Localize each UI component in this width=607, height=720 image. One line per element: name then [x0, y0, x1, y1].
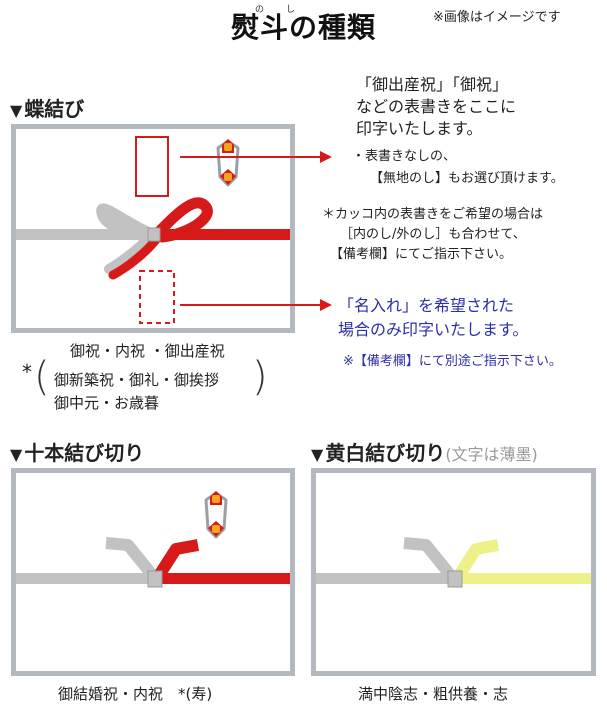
noshi-gold-bottom [212, 525, 220, 533]
yellow-band [456, 573, 591, 584]
left-paren-icon: ( [34, 354, 50, 400]
silver-band [16, 573, 156, 584]
triangle-icon: ▼ [10, 445, 23, 464]
noshi-gold [224, 143, 232, 151]
arrow-2-head [320, 299, 332, 311]
title-ruby: の し [255, 2, 295, 15]
juppon-noshi-panel [11, 468, 295, 676]
chou-caption-star: * [22, 360, 32, 384]
section-kihaku-label: 黄白結び切り [325, 441, 446, 465]
omotegaki-box [135, 136, 169, 197]
callout-1-line3: 印字いたします。 [356, 119, 483, 138]
juppon-caption: 御結婚祝・内祝 *(寿) [58, 685, 213, 703]
note-line1: ＊カッコ内の表書きをご希望の場合は [322, 207, 544, 222]
callout-2-line1: 「名入れ」を希望された [338, 296, 515, 315]
chou-caption-line2: 御中元・お歳暮 [54, 394, 160, 412]
kihaku-noshi-panel [311, 468, 596, 676]
callout-1-line2: などの表書きをここに [356, 97, 517, 116]
juppon-illustration [16, 491, 290, 588]
section-juppon-title: ▼十本結び切り [10, 437, 144, 466]
red-bow-tail [108, 232, 163, 280]
chou-caption-main: 御祝・内祝 ・御出産祝 [70, 342, 225, 360]
red-band [156, 573, 290, 584]
section-juppon-label: 十本結び切り [24, 441, 145, 465]
knot [447, 570, 463, 588]
section-chou-label: 蝶結び [24, 97, 85, 121]
section-kihaku-subtitle: (文字は薄墨) [445, 445, 538, 464]
silver-bow-loop [96, 203, 160, 243]
ruby-shi: し [285, 5, 295, 15]
yellow-cut-end [452, 539, 500, 581]
bow-knot [147, 227, 161, 242]
callout-2-sub: ※【備考欄】にて別途ご指示下さい。 [343, 354, 562, 369]
kihaku-caption: 満中陰志・粗供養・志 [358, 685, 509, 703]
name-box [139, 270, 175, 324]
section-chou-title: ▼蝶結び [10, 93, 84, 122]
page-title: 熨斗の種類 [230, 11, 376, 44]
triangle-icon: ▼ [311, 445, 324, 464]
callout-1-line1: 「御出産祝」「御祝」 [356, 75, 509, 94]
note-line2: ［内のし/外のし］も合わせて、 [340, 227, 526, 242]
callout-1-sub1: ・表書きなしの、 [352, 149, 457, 164]
ruby-no: の [255, 5, 265, 15]
red-bow-loop [150, 197, 213, 243]
callout-1-sub2: 【無地のし】もお選び頂けます。 [370, 171, 564, 186]
note-line3: 【備考欄】にてご指示下さい。 [330, 247, 513, 262]
triangle-icon: ▼ [10, 101, 23, 120]
chou-illustration [16, 136, 290, 324]
arrow-1-head [320, 151, 332, 163]
noshi-gold [212, 495, 220, 503]
silver-bow-tail [104, 232, 155, 274]
knot [147, 570, 163, 588]
chou-noshi-panel [11, 124, 295, 333]
noshi-gold-bottom [224, 173, 232, 181]
silver-band [16, 229, 154, 240]
chou-caption-line1: 御新築祝・御礼・御挨拶 [54, 371, 220, 389]
silver-band [316, 573, 456, 584]
section-kihaku-title: ▼黄白結び切り(文字は薄墨) [311, 437, 538, 466]
silver-cut-end [105, 537, 159, 581]
red-cut-end [152, 539, 200, 581]
kihaku-illustration [316, 537, 591, 588]
silver-cut-end [403, 537, 457, 581]
callout-2-line2: 場合のみ印字いたします。 [338, 320, 529, 339]
red-band [154, 229, 290, 240]
right-paren-icon: ) [252, 354, 268, 400]
image-note: ※画像はイメージです [433, 10, 561, 25]
